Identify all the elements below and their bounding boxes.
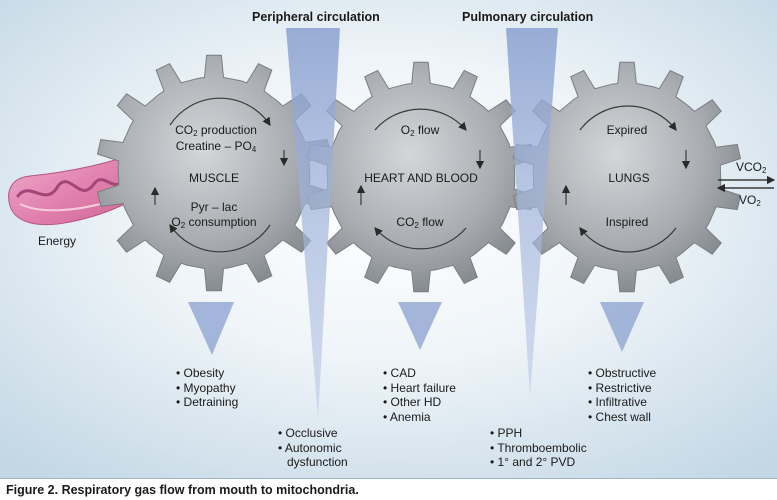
muscle-creatine-po4: Creatine – PO4 bbox=[175, 139, 257, 154]
pulmonary-circulation-header: Pulmonary circulation bbox=[462, 10, 594, 24]
muscle-limitation-item: Obesity bbox=[176, 366, 238, 381]
muscle-limitation-item: Detraining bbox=[176, 395, 239, 410]
peripheral-limitations-list: OcclusiveAutonomicdysfunction bbox=[278, 426, 348, 470]
lungs-limitations-list: ObstructiveRestrictiveInfiltrativeChest … bbox=[588, 366, 657, 425]
muscle-label: MUSCLE bbox=[188, 171, 240, 185]
muscle-limitations-list: ObesityMyopathyDetraining bbox=[176, 366, 239, 410]
peripheral-circulation-wedge bbox=[286, 28, 340, 418]
lungs-limitation-item: Chest wall bbox=[588, 410, 656, 425]
heart-o2-flow: O2 flow bbox=[400, 123, 440, 138]
muscle-cycle-arrows bbox=[150, 97, 289, 253]
heart-limitation-item: CAD bbox=[383, 366, 456, 381]
figure-caption: Figure 2. Respiratory gas flow from mout… bbox=[6, 483, 359, 497]
pulmonary-limitation-item: PPH bbox=[490, 426, 587, 441]
lungs-expired: Expired bbox=[606, 123, 648, 137]
diagram-graphics bbox=[8, 28, 776, 418]
gas-exchange-arrows bbox=[716, 175, 776, 193]
vo2-label: VO2 bbox=[739, 193, 761, 208]
pulmonary-limitation-item: Thromboembolic bbox=[490, 441, 586, 456]
heart-limitation-item: Heart failure bbox=[383, 381, 456, 396]
pulmonary-limitations-list: PPHThromboembolic1° and 2° PVD bbox=[490, 426, 587, 470]
muscle-limitation-triangle bbox=[188, 302, 234, 355]
pulmonary-circulation-wedge bbox=[506, 28, 558, 396]
lungs-limitation-item: Obstructive bbox=[588, 366, 657, 381]
peripheral-limitation-item: dysfunction bbox=[287, 455, 348, 469]
lungs-limitation-item: Infiltrative bbox=[588, 395, 656, 410]
heart-limitation-triangle bbox=[398, 302, 442, 350]
lungs-cycle-arrows bbox=[561, 105, 691, 253]
pulmonary-limitation-item: 1° and 2° PVD bbox=[490, 455, 587, 470]
muscle-co2-production: CO2 production bbox=[175, 123, 257, 138]
muscle-pyr-lac: Pyr – lac bbox=[190, 200, 238, 214]
lungs-label: LUNGS bbox=[608, 171, 650, 185]
heart-cycle-arrows bbox=[356, 108, 485, 250]
peripheral-limitation-item: Autonomic bbox=[278, 441, 348, 456]
heart-and-blood-label: HEART AND BLOOD bbox=[364, 171, 478, 185]
heart-co2-flow: CO2 flow bbox=[396, 215, 444, 230]
lungs-limitation-triangle bbox=[600, 302, 644, 352]
muscle-limitation-item: Myopathy bbox=[176, 381, 238, 396]
energy-label: Energy bbox=[38, 234, 77, 248]
lungs-limitation-item: Restrictive bbox=[588, 381, 656, 396]
figure-caption-bar: Figure 2. Respiratory gas flow from mout… bbox=[0, 478, 777, 500]
heart-limitation-item: Other HD bbox=[383, 395, 456, 410]
lungs-inspired: Inspired bbox=[605, 215, 649, 229]
peripheral-limitation-item: Occlusive bbox=[278, 426, 348, 441]
vco2-label: VCO2 bbox=[736, 160, 767, 175]
heart-limitation-item: Anemia bbox=[383, 410, 456, 425]
heart-limitations-list: CADHeart failureOther HDAnemia bbox=[383, 366, 456, 424]
muscle-o2-consumption: O2 consumption bbox=[171, 215, 257, 230]
peripheral-circulation-header: Peripheral circulation bbox=[252, 10, 380, 24]
